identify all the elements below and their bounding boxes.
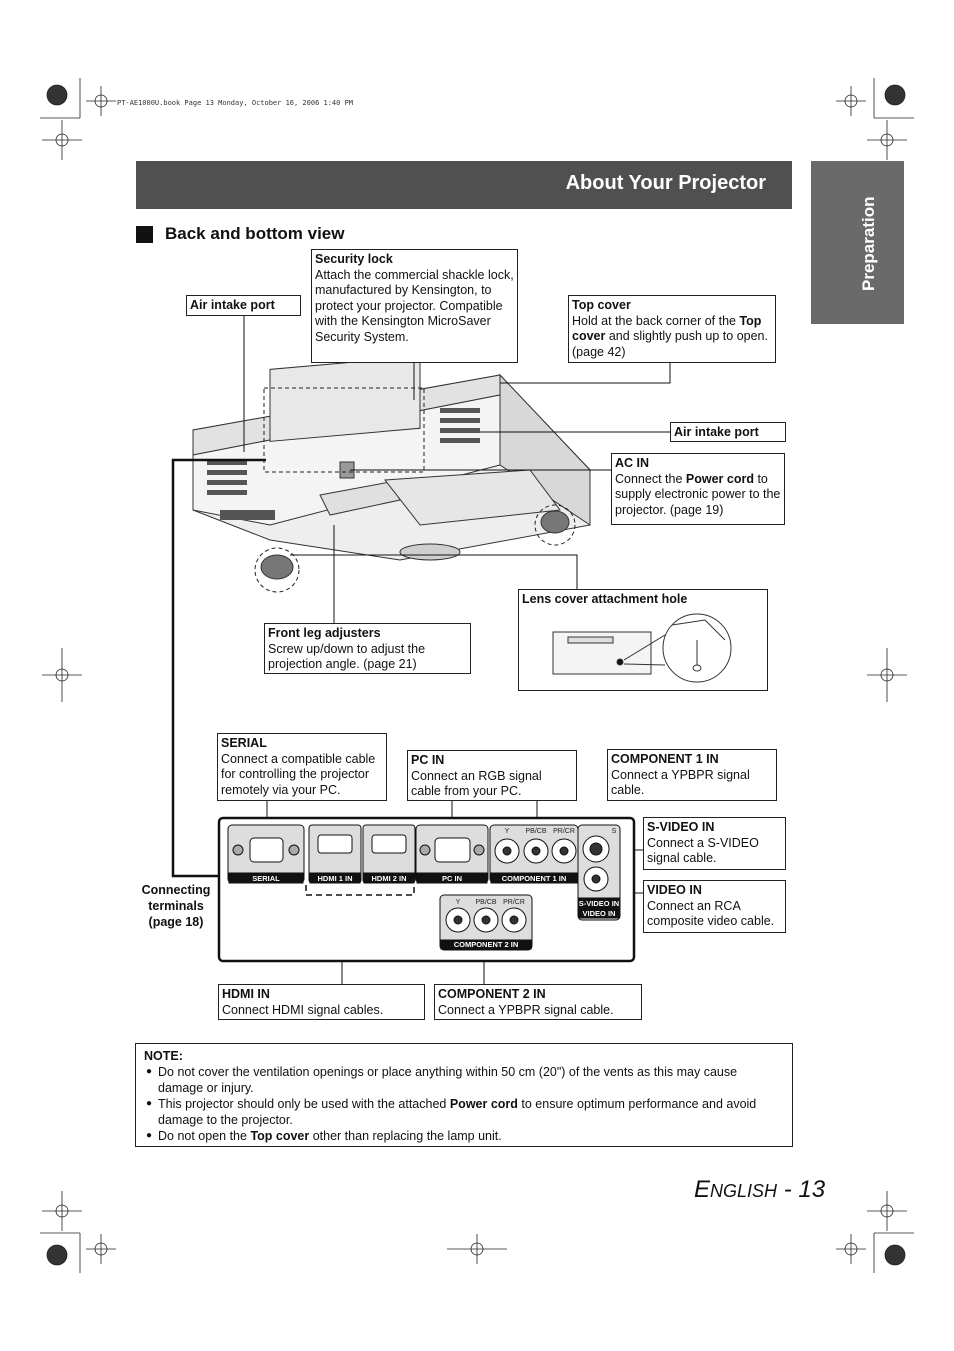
panel-jack-pb1: PB/CB <box>525 828 546 835</box>
callout-title: PC IN <box>411 753 445 767</box>
panel-label-pc: PC IN <box>442 874 462 883</box>
note-text: Do not open the <box>158 1129 251 1143</box>
callout-body: Connect an RCA composite video cable. <box>647 898 775 929</box>
callout-security-lock: Security lock Attach the commercial shac… <box>311 249 518 363</box>
note-text: Do not cover the ventilation openings or… <box>158 1065 738 1095</box>
callout-title: Front leg adjusters <box>268 626 381 640</box>
callout-hdmi: HDMI IN Connect HDMI signal cables. <box>218 984 425 1020</box>
registration-marks <box>40 78 914 1273</box>
callout-top-cover: Top cover Hold at the back corner of the… <box>568 295 776 363</box>
page-number: ENGLISH - 13 <box>694 1176 825 1204</box>
connecting-terminals-label: Connecting terminals (page 18) <box>141 883 211 929</box>
panel-label-hdmi1: HDMI 1 IN <box>317 874 352 883</box>
side-tab: Preparation <box>811 161 904 324</box>
panel-jack-y2: Y <box>456 899 461 906</box>
callout-body: Connect an RGB signal cable from your PC… <box>411 768 542 799</box>
callout-body: Connect a YPBPR signal cable. <box>611 767 750 798</box>
panel-jack-pr2: PR/CR <box>503 899 525 906</box>
callout-title: Top cover <box>572 298 631 312</box>
callout-body: to supply electronic power to the projec… <box>615 471 781 517</box>
note-heading: NOTE: <box>144 1049 183 1063</box>
callout-body: Connect HDMI signal cables. <box>222 1002 384 1017</box>
note-text: to ensure optimum performance and avoid … <box>158 1097 757 1127</box>
note-bold: Power cord <box>449 1097 518 1111</box>
panel-jack-s: S <box>612 828 617 835</box>
callout-pc-in: PC IN Connect an RGB signal cable from y… <box>407 750 577 801</box>
callout-air-intake-2: Air intake port <box>670 422 786 442</box>
callout-title: Security lock <box>315 252 393 266</box>
callout-video: VIDEO IN Connect an RCA composite video … <box>643 880 786 933</box>
projector-drawing <box>192 355 591 580</box>
callout-body: Connect a S-VIDEO signal cable. <box>647 835 759 866</box>
panel-jack-y1: Y <box>505 828 510 835</box>
panel-label-component1: COMPONENT 1 IN <box>502 874 567 883</box>
panel-label-svideo: S-VIDEO IN <box>579 899 619 908</box>
panel-label-serial: SERIAL <box>252 874 280 883</box>
callout-title: SERIAL <box>221 736 267 750</box>
callout-title: AC IN <box>615 456 650 470</box>
lens-cover-inset <box>552 613 732 683</box>
callout-body: Connect the <box>615 471 686 486</box>
callout-title: Lens cover attachment hole <box>522 592 688 606</box>
page-title: About Your Projector <box>565 172 766 194</box>
note-item: This projector should only be used with … <box>144 1096 784 1128</box>
callout-front-leg: Front leg adjusters Screw up/down to adj… <box>264 623 471 674</box>
section-marker <box>136 226 153 243</box>
callout-serial: SERIAL Connect a compatible cable for co… <box>217 733 387 801</box>
note-bold: Top cover <box>250 1129 310 1143</box>
page-number-smallcaps: NGLISH <box>710 1181 778 1201</box>
note-item: Do not cover the ventilation openings or… <box>144 1064 784 1096</box>
page-number-suffix: - 13 <box>777 1176 826 1203</box>
callout-body: Screw up/down to adjust the projection a… <box>268 641 426 672</box>
panel-jack-pr1: PR/CR <box>553 828 575 835</box>
callout-bold: Top cover <box>572 313 762 344</box>
callout-component1: COMPONENT 1 IN Connect a YPBPR signal ca… <box>607 749 777 801</box>
callout-title: HDMI IN <box>222 987 270 1001</box>
note-box: NOTE: Do not cover the ventilation openi… <box>135 1043 793 1147</box>
callout-body: Connect a compatible cable for controlli… <box>221 751 376 797</box>
panel-label-hdmi2: HDMI 2 IN <box>371 874 406 883</box>
callout-body: Hold at the back corner of the <box>572 313 740 328</box>
callout-svideo: S-VIDEO IN Connect a S-VIDEO signal cabl… <box>643 817 786 870</box>
page-number-initial: E <box>694 1176 711 1203</box>
print-info: PT-AE1000U.book Page 13 Monday, October … <box>117 99 354 107</box>
callout-component2: COMPONENT 2 IN Connect a YPBPR signal ca… <box>434 984 642 1020</box>
callout-body: and slightly push up to open. (page 42) <box>572 329 768 359</box>
note-text: other than replacing the lamp unit. <box>309 1129 502 1143</box>
header-bar: About Your Projector <box>136 161 792 209</box>
callout-title: S-VIDEO IN <box>647 820 715 834</box>
callout-ac-in: AC IN Connect the Power cord to supply e… <box>611 453 785 525</box>
callout-title: Air intake port <box>674 425 759 439</box>
note-text: This projector should only be used with … <box>158 1097 450 1111</box>
connector-panel <box>217 816 636 963</box>
panel-label-video: VIDEO IN <box>583 909 616 918</box>
panel-label-component2: COMPONENT 2 IN <box>454 940 519 949</box>
callout-title: COMPONENT 2 IN <box>438 987 546 1001</box>
panel-jack-pb2: PB/CB <box>475 899 496 906</box>
section-title: Back and bottom view <box>165 224 345 243</box>
callout-title: Air intake port <box>190 298 275 312</box>
callout-title: VIDEO IN <box>647 883 702 897</box>
callout-body: Attach the commercial shackle lock, manu… <box>315 267 514 344</box>
callout-body: Connect a YPBPR signal cable. <box>438 1002 614 1017</box>
callout-title: COMPONENT 1 IN <box>611 752 719 766</box>
note-item: Do not open the Top cover other than rep… <box>144 1128 784 1144</box>
callout-lens-cover: Lens cover attachment hole <box>518 589 768 691</box>
callout-bold: Power cord <box>685 471 754 486</box>
callout-air-intake-1: Air intake port <box>186 295 301 316</box>
